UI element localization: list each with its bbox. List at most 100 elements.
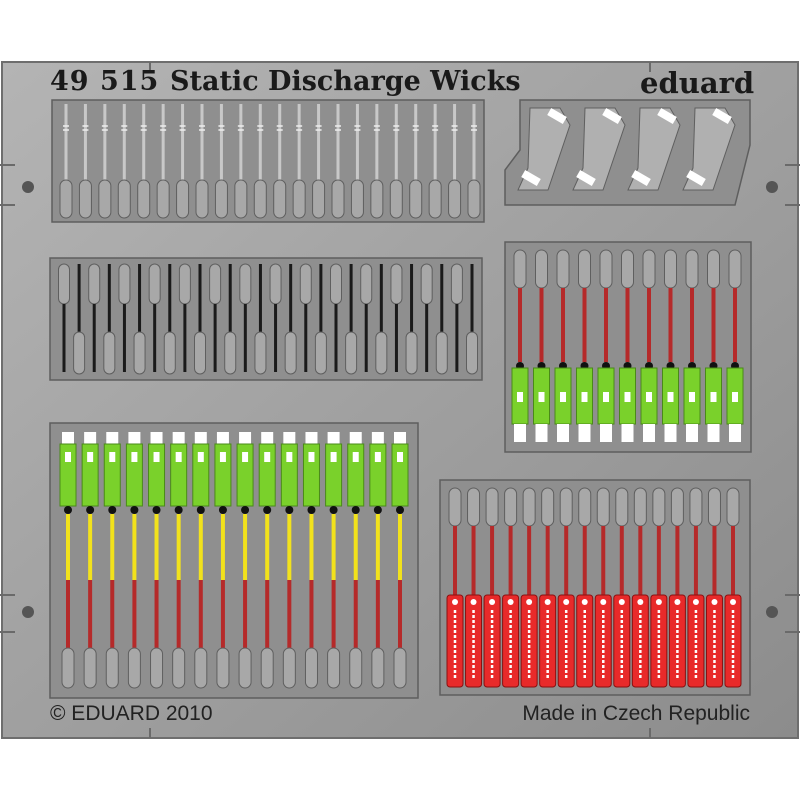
static-wick-part	[103, 264, 116, 375]
static-wick-part	[350, 104, 364, 219]
wick-bracket-part	[572, 107, 626, 191]
static-wick-part	[511, 249, 529, 442]
static-wick-part	[435, 264, 448, 375]
static-wick-part	[409, 104, 423, 219]
origin-text: Made in Czech Republic	[522, 702, 750, 725]
remove-before-flight-tag	[613, 487, 631, 688]
static-wick-part	[156, 104, 170, 219]
static-wick-part	[390, 263, 403, 372]
remove-before-flight-tag	[539, 487, 557, 688]
static-wick-part	[118, 263, 131, 372]
static-wick-part	[370, 104, 384, 219]
static-wick-part	[214, 432, 232, 689]
static-wick-part	[284, 264, 297, 375]
static-wick-part	[662, 249, 679, 442]
static-wick-part	[58, 263, 70, 372]
wick-bracket-part	[627, 107, 681, 191]
static-wick-part	[176, 104, 190, 219]
static-wick-part	[420, 263, 433, 372]
remove-before-flight-tag	[687, 487, 705, 688]
static-wick-part	[312, 104, 326, 219]
static-wick-part	[88, 263, 101, 372]
static-wick-part	[253, 104, 267, 219]
static-wick-part	[195, 104, 209, 219]
static-wick-part	[117, 104, 131, 219]
static-wick-part	[467, 104, 481, 219]
copyright-text: © EDUARD 2010	[50, 702, 213, 725]
mounting-hole-icon	[766, 181, 778, 193]
static-wick-part	[214, 104, 228, 219]
static-wick-part	[178, 263, 191, 372]
static-wick-part	[314, 264, 327, 375]
mounting-hole-icon	[766, 606, 778, 618]
static-wick-part	[448, 104, 462, 219]
wick-bracket-part	[682, 107, 736, 191]
static-wick-part	[148, 263, 161, 372]
mounting-holes	[22, 181, 778, 618]
remove-before-flight-tag	[594, 487, 612, 688]
static-wick-part	[254, 264, 267, 375]
static-wick-part	[391, 432, 409, 689]
static-wick-part	[59, 432, 77, 689]
static-wick-part	[331, 104, 345, 219]
static-wick-part	[345, 264, 358, 375]
mounting-hole-icon	[22, 181, 34, 193]
static-wick-part	[273, 104, 287, 219]
static-wick-part	[194, 264, 206, 375]
static-wick-part	[554, 249, 572, 442]
static-wick-part	[330, 263, 342, 372]
static-wick-part	[269, 263, 282, 372]
static-wick-part	[705, 249, 722, 442]
static-wick-part	[224, 264, 237, 375]
static-wick-part	[170, 432, 188, 689]
remove-before-flight-tag	[668, 487, 686, 688]
static-wick-part	[163, 264, 176, 375]
static-wick-part	[148, 432, 166, 689]
static-wick-part	[239, 263, 252, 372]
static-wick-part	[299, 263, 312, 372]
static-wick-part	[640, 249, 658, 442]
remove-before-flight-tag	[650, 487, 668, 688]
static-wick-part	[133, 264, 146, 375]
static-wick-part	[466, 264, 478, 375]
static-wick-part	[78, 104, 92, 219]
brand-logo: eduard	[640, 66, 755, 100]
static-wick-part	[576, 249, 593, 442]
remove-before-flight-tag	[483, 487, 501, 688]
remove-before-flight-tag	[705, 487, 723, 688]
set-number: 49 515	[50, 66, 160, 97]
static-wick-part	[236, 432, 254, 689]
static-wick-part	[81, 432, 99, 689]
static-wick-part	[389, 104, 403, 219]
static-wick-part	[375, 264, 388, 375]
static-wick-part	[137, 104, 151, 219]
remove-before-flight-tag	[465, 487, 483, 688]
static-wick-part	[726, 249, 744, 442]
static-wick-part	[325, 432, 343, 689]
remove-before-flight-tag	[446, 487, 464, 688]
remove-before-flight-tag	[631, 487, 649, 688]
static-wick-part	[360, 263, 373, 372]
mounting-hole-icon	[22, 606, 34, 618]
static-wick-part	[533, 249, 550, 442]
static-wick-part	[428, 104, 442, 219]
static-wick-part	[73, 264, 86, 375]
static-wick-part	[280, 432, 298, 689]
remove-before-flight-tag	[557, 487, 575, 688]
static-wick-part	[103, 432, 121, 689]
static-wick-part	[258, 432, 276, 689]
static-wick-part	[619, 249, 636, 442]
set-name: Static Discharge Wicks	[170, 66, 521, 97]
frame-notches	[0, 62, 800, 738]
static-wick-part	[405, 264, 418, 375]
static-wick-part	[234, 104, 248, 219]
static-wick-part	[292, 104, 306, 219]
remove-before-flight-tag	[520, 487, 538, 688]
static-wick-part	[683, 249, 701, 442]
remove-before-flight-tag	[724, 487, 742, 688]
static-wick-part	[369, 432, 387, 689]
wick-bracket-part	[517, 107, 571, 191]
remove-before-flight-tag	[576, 487, 594, 688]
static-wick-part	[450, 263, 463, 372]
